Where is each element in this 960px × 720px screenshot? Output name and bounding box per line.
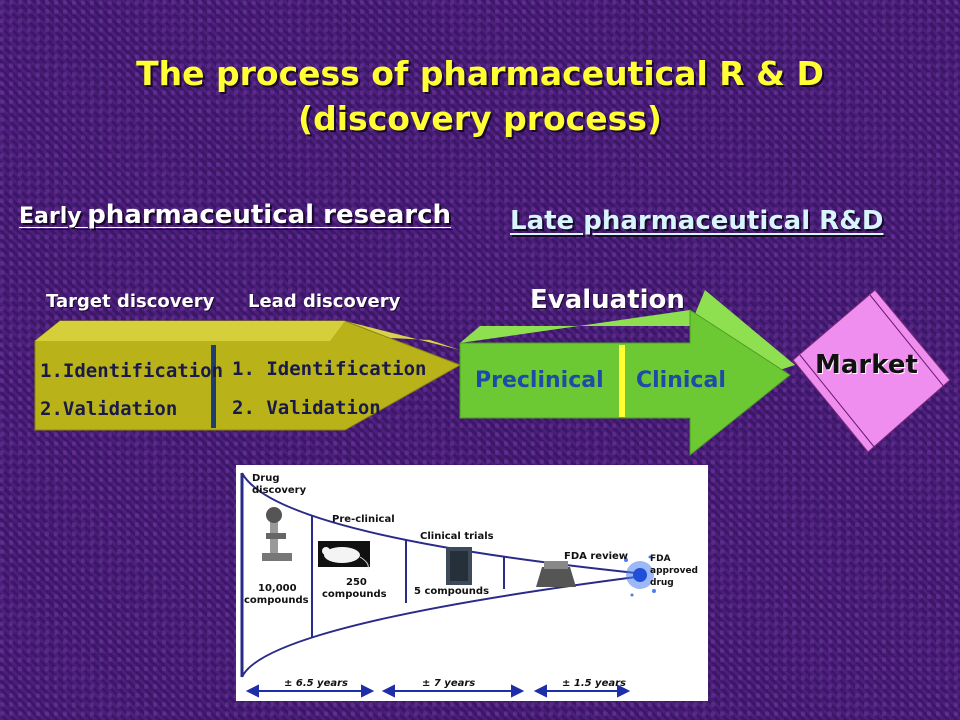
market-label: Market: [815, 350, 918, 380]
target-item-1: 1.Identification: [40, 360, 224, 382]
timeline-arrow-1: [245, 684, 375, 698]
preclinical-label: Preclinical: [475, 368, 604, 393]
timeline-arrow-3: [533, 684, 631, 698]
late-rd-header: Late pharmaceutical R&D: [510, 206, 884, 236]
lead-item-1: 1. Identification: [232, 358, 427, 380]
pill-packs-icon: [446, 547, 472, 585]
timeline-arrow-2: [381, 684, 525, 698]
preclinical-funnel-label: Pre-clinical: [332, 514, 395, 525]
clinical-trials-label: Clinical trials: [420, 531, 494, 542]
drug-pipeline-figure: Drug discovery Pre-clinical Clinical tri…: [236, 465, 708, 701]
funnel-bottom-curve: [241, 576, 637, 678]
early-word: Early: [19, 204, 82, 229]
target-lead-divider: [211, 345, 216, 428]
slide-title-line2: (discovery process): [298, 99, 662, 138]
fda-approved-label-1: FDA: [650, 554, 671, 564]
drug-discovery-label-2: discovery: [252, 485, 307, 496]
early-research-arrow-bevel: [35, 321, 345, 341]
market-line-2: [869, 294, 946, 389]
evaluation-arrow-bevel: [460, 290, 795, 370]
years-label-2: ± 7 years: [422, 678, 476, 689]
fda-approved-label-2: approved: [650, 566, 698, 576]
years-label-1: ± 6.5 years: [284, 678, 348, 689]
fda-review-label: FDA review: [564, 551, 629, 562]
market-line-1: [799, 354, 876, 449]
laptop-icon: [536, 561, 576, 587]
lead-discovery-label: Lead discovery: [248, 291, 401, 312]
compound-count-1a: 10,000: [258, 583, 297, 594]
microscope-icon: [262, 507, 292, 561]
market-diamond: [792, 289, 951, 453]
target-discovery-label: Target discovery: [46, 291, 215, 312]
early-research-word: pharmaceutical research: [87, 200, 451, 230]
evaluation-label: Evaluation: [530, 285, 685, 315]
fda-approved-label-3: drug: [650, 578, 674, 588]
compound-count-3: 5 compounds: [414, 586, 490, 597]
compound-count-2b: compounds: [322, 589, 387, 600]
funnel-graphic: [240, 472, 656, 698]
target-item-2: 2.Validation: [40, 398, 178, 420]
compound-count-1b: compounds: [244, 595, 309, 606]
early-research-header: Early pharmaceutical research: [19, 200, 451, 230]
compound-count-2a: 250: [346, 577, 367, 588]
slide-title-line1: The process of pharmaceutical R & D: [136, 54, 824, 93]
approved-burst-icon: [624, 555, 656, 597]
preclinical-clinical-divider: [619, 345, 625, 417]
lab-mouse-icon: [318, 541, 370, 570]
lead-item-2: 2. Validation: [232, 397, 381, 419]
years-label-3: ± 1.5 years: [562, 678, 626, 689]
drug-discovery-label-1: Drug: [252, 473, 280, 484]
clinical-label: Clinical: [636, 368, 726, 393]
